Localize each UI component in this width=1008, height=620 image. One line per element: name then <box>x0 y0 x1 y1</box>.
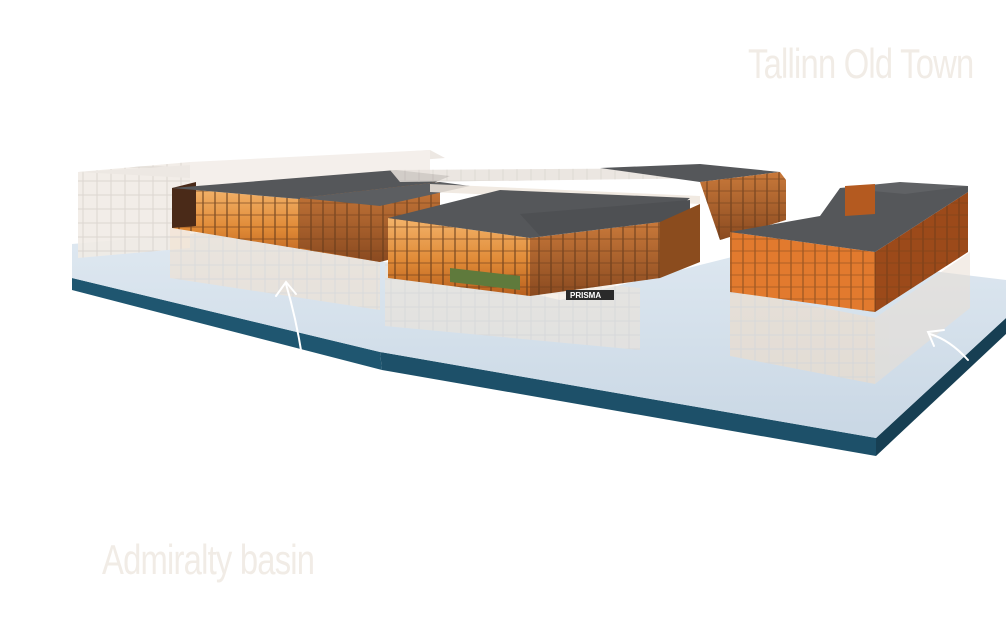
arrow-icon <box>929 333 969 361</box>
arrow-icon <box>285 283 303 357</box>
building-c <box>600 164 786 240</box>
base-side-right <box>876 318 1006 456</box>
building-a <box>172 170 470 262</box>
store-sign: PRISMA <box>566 290 614 300</box>
building-d-roof <box>730 186 968 252</box>
building-d <box>730 182 968 312</box>
building-b <box>388 190 700 296</box>
label-admiralty-basin: Admiralty basin <box>102 536 315 583</box>
entrance-arrows <box>275 280 969 361</box>
ghost-lower-floors <box>170 228 970 384</box>
base-side-left <box>72 278 382 370</box>
store-sign-text: PRISMA <box>570 291 601 300</box>
building-b-side <box>660 204 700 278</box>
label-tallinn-old-town: Tallinn Old Town <box>748 40 974 87</box>
base-side-front <box>380 352 876 456</box>
building-a-end <box>172 182 196 228</box>
courtyard-greenery <box>450 268 520 290</box>
